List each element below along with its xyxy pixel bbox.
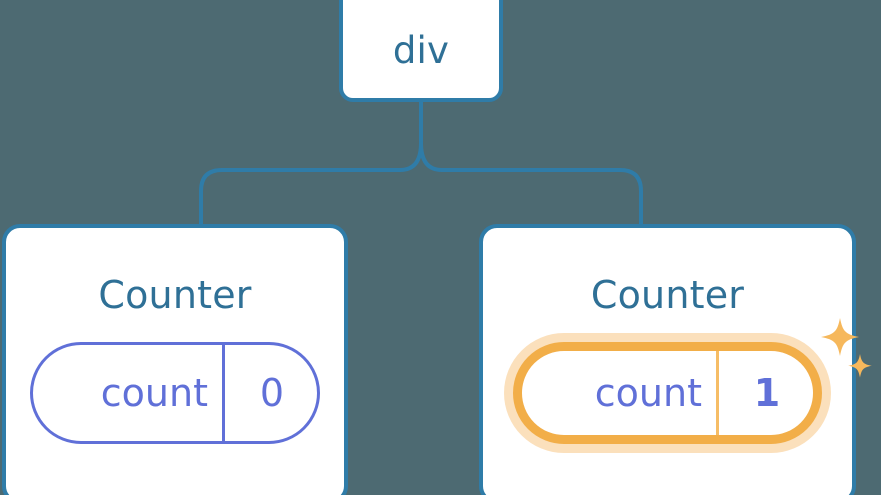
state-pill-right-divider <box>716 351 719 435</box>
state-value-right: 1 <box>753 371 781 415</box>
state-value-left: 0 <box>259 371 285 415</box>
state-pill-left-divider <box>222 345 225 441</box>
node-div-label: div <box>392 28 450 72</box>
state-pill-right[interactable]: count 1 <box>513 318 872 444</box>
state-pill-left-body[interactable]: count 0 <box>30 342 320 444</box>
node-counter-left-content: Counter count 0 <box>6 276 344 444</box>
state-key-left: count <box>100 371 208 415</box>
state-key-right: count <box>594 371 702 415</box>
sparkle-group <box>821 318 872 378</box>
node-counter-right-label: Counter <box>590 273 745 317</box>
sparkle-large-icon <box>821 318 859 356</box>
node-div[interactable]: div <box>339 0 503 102</box>
sparkle-small-icon <box>848 354 872 378</box>
connector-branch-right <box>419 141 643 226</box>
state-pill-left[interactable]: count 0 <box>30 342 320 444</box>
node-counter-right-content: Counter count 1 <box>483 273 872 444</box>
connector-branch-left <box>199 141 423 226</box>
node-counter-right[interactable]: Counter count 1 <box>479 224 872 495</box>
node-counter-left[interactable]: Counter count 0 <box>2 224 348 495</box>
node-counter-left-label: Counter <box>98 273 252 317</box>
state-pill-right-body[interactable]: count 1 <box>513 342 822 444</box>
